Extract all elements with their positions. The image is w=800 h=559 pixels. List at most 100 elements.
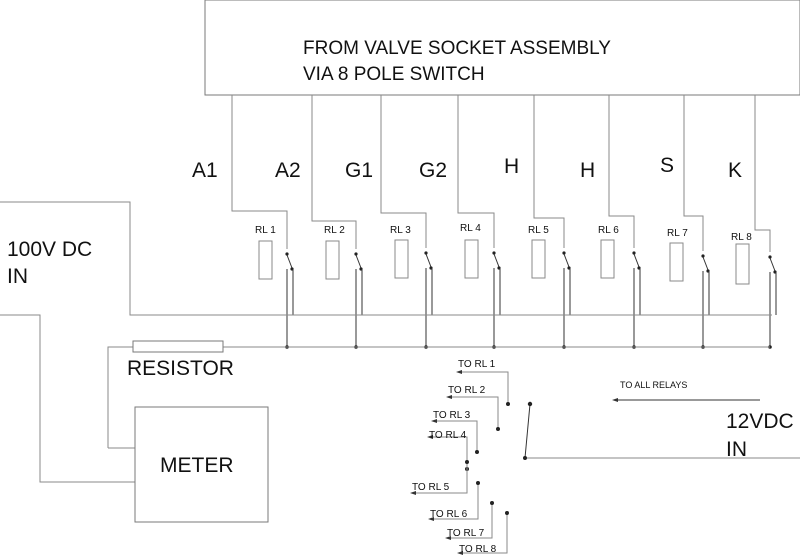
relay-label: RL 6 bbox=[598, 225, 619, 236]
pin-labels: A1 A2 G1 G2 H H S K bbox=[192, 154, 742, 182]
selector-contact bbox=[506, 402, 510, 406]
relay-coil bbox=[669, 242, 684, 282]
relay-switch-blade bbox=[702, 256, 709, 271]
pin-wire bbox=[380, 95, 427, 248]
relay-label: RL 5 bbox=[528, 225, 549, 236]
relay-coil bbox=[531, 239, 546, 279]
relay-switch-blade bbox=[355, 254, 362, 269]
relay-coil bbox=[600, 239, 615, 279]
relay-contact bbox=[768, 255, 772, 259]
pin-label: G1 bbox=[345, 159, 373, 182]
relay-label: RL 7 bbox=[667, 228, 688, 239]
relay-label: RL 1 bbox=[255, 225, 276, 236]
arrowhead bbox=[428, 517, 434, 521]
selector-contact bbox=[465, 460, 469, 464]
relay-contact bbox=[562, 251, 566, 255]
selector-output-label: TO RL 8 bbox=[459, 544, 497, 555]
selector-output-wire bbox=[412, 462, 468, 494]
relay-coil bbox=[735, 243, 750, 285]
relay-switch-blade bbox=[425, 253, 432, 268]
relay-label: RL 8 bbox=[731, 232, 752, 243]
selector-output-wire bbox=[447, 503, 493, 539]
relay-circuit bbox=[231, 95, 294, 349]
hv-supply-wire-bottom bbox=[0, 314, 135, 483]
relay-switch-blade bbox=[286, 254, 293, 269]
pin-label: A2 bbox=[275, 159, 301, 182]
selector-output-wire bbox=[430, 483, 479, 520]
relay-contact bbox=[354, 252, 358, 256]
arrowhead bbox=[457, 551, 463, 555]
selector-output-labels: TO RL 1 TO RL 2 TO RL 3 TO RL 4 TO RL 5 … bbox=[412, 359, 497, 555]
relay-switch-blade bbox=[493, 253, 500, 268]
relay-circuit bbox=[380, 95, 433, 349]
hv-supply-wire-top bbox=[0, 201, 772, 316]
selector-output-wire bbox=[458, 371, 509, 404]
relay-coil bbox=[464, 239, 479, 279]
relay-contact bbox=[632, 251, 636, 255]
arrowhead bbox=[445, 536, 451, 540]
pin-wire bbox=[533, 95, 565, 248]
relay-bank bbox=[231, 95, 777, 349]
relay-contact bbox=[701, 254, 705, 258]
selector-output-label: TO RL 4 bbox=[429, 430, 467, 441]
lv-supply-label-2: IN bbox=[726, 438, 747, 461]
arrowhead bbox=[456, 370, 462, 374]
relay-label: RL 3 bbox=[390, 225, 411, 236]
relay-circuit bbox=[531, 95, 571, 349]
relay-circuit bbox=[600, 95, 641, 349]
arrowhead bbox=[431, 419, 437, 423]
lv-supply-label-1: 12VDC bbox=[726, 410, 794, 433]
arrowhead bbox=[427, 435, 433, 439]
header-line-2: VIA 8 POLE SWITCH bbox=[303, 64, 485, 85]
relay-circuit bbox=[457, 95, 501, 349]
selector-output-label: TO RL 5 bbox=[412, 482, 450, 493]
selector-output-label: TO RL 7 bbox=[447, 528, 485, 539]
selector-contact bbox=[505, 511, 509, 515]
relay-coil bbox=[325, 240, 340, 280]
pin-label: A1 bbox=[192, 159, 218, 182]
to-all-relays-label: TO ALL RELAYS bbox=[620, 380, 687, 390]
relay-label: RL 2 bbox=[324, 225, 345, 236]
selector-output-wire bbox=[448, 396, 499, 429]
relay-switch-blade bbox=[633, 253, 640, 268]
relay-label: RL 4 bbox=[460, 223, 481, 234]
selector-output-label: TO RL 2 bbox=[448, 385, 486, 396]
arrowhead bbox=[446, 395, 452, 399]
resistor bbox=[132, 340, 224, 353]
relay-selector-switch bbox=[410, 370, 533, 555]
pin-label: S bbox=[660, 154, 674, 177]
relay-switch-blade bbox=[563, 253, 570, 268]
selector-contact bbox=[476, 481, 480, 485]
selector-pivot bbox=[527, 401, 533, 407]
selector-contact bbox=[496, 427, 500, 431]
selector-output-wire bbox=[429, 436, 468, 469]
meter-box bbox=[134, 406, 269, 523]
hv-supply-label-1: 100V DC bbox=[7, 238, 92, 261]
relay-switch-blade bbox=[769, 257, 776, 272]
to-all-relays-arrowhead bbox=[612, 398, 618, 402]
relay-contact bbox=[424, 251, 428, 255]
relay-labels: RL 1 RL 2 RL 3 RL 4 RL 5 RL 6 RL 7 RL 8 bbox=[255, 223, 752, 243]
arrowhead bbox=[410, 491, 416, 495]
relay-contact bbox=[285, 252, 289, 256]
selector-output-wire bbox=[459, 513, 508, 554]
pin-wire bbox=[457, 95, 495, 248]
relay-circuit bbox=[311, 95, 363, 349]
meter-label: METER bbox=[160, 454, 234, 477]
selector-contact bbox=[475, 450, 479, 454]
relay-circuit bbox=[735, 95, 777, 349]
pin-label: K bbox=[728, 159, 742, 182]
header-line-1: FROM VALVE SOCKET ASSEMBLY bbox=[303, 38, 611, 59]
selector-output-wire bbox=[433, 420, 478, 452]
pin-wire bbox=[608, 95, 635, 248]
selector-common bbox=[523, 456, 527, 460]
hv-supply-label-2: IN bbox=[7, 265, 28, 288]
selector-wiper bbox=[524, 403, 531, 459]
pin-label: G2 bbox=[419, 159, 447, 182]
relay-contact bbox=[492, 251, 496, 255]
resistor-label: RESISTOR bbox=[127, 357, 234, 380]
selector-output-label: TO RL 6 bbox=[430, 509, 468, 520]
selector-contact bbox=[490, 501, 494, 505]
relay-circuit bbox=[669, 95, 710, 349]
